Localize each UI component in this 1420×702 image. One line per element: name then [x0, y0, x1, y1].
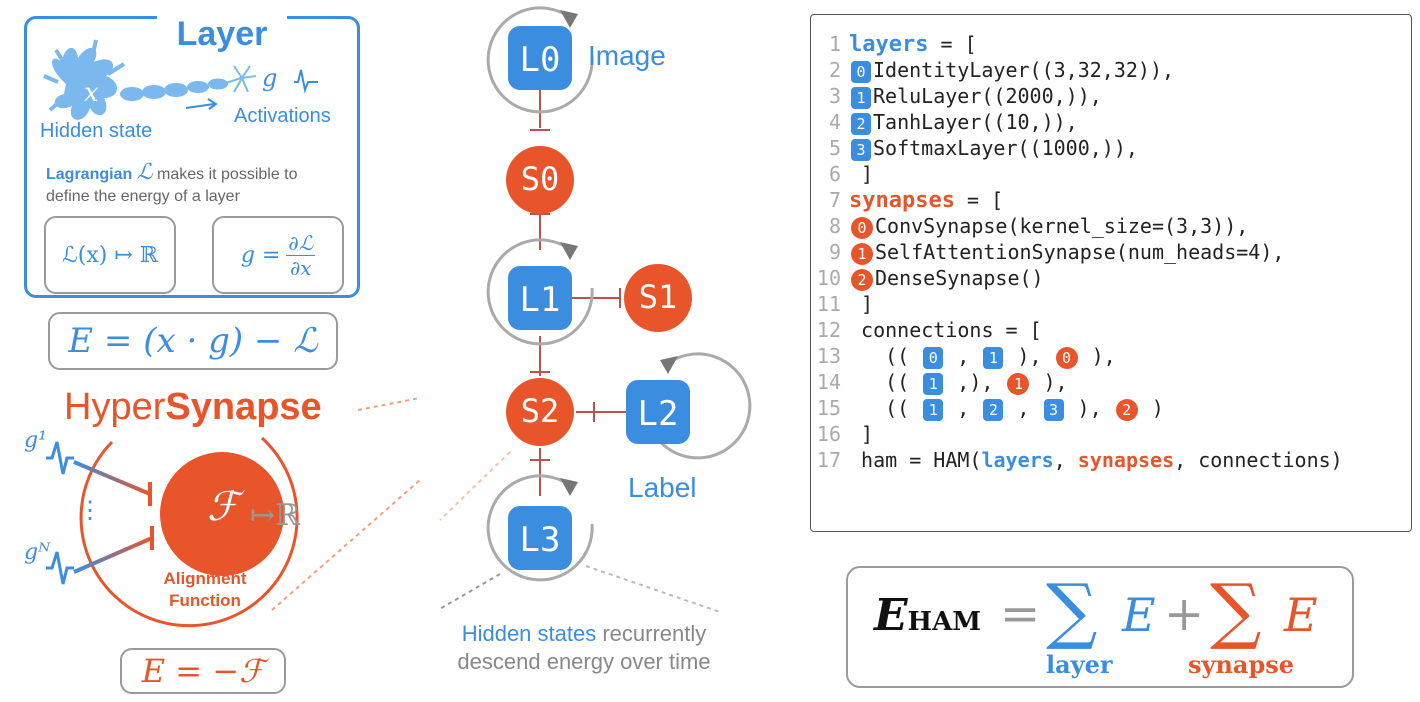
code-line-17: 17 ham = HAM(layers, synapses, connectio… — [816, 448, 1343, 472]
activation-derivative-formula: g = ∂ℒ ∂x — [212, 216, 344, 294]
graph-caption: Hidden states recurrently descend energy… — [424, 620, 744, 676]
hidden-state-label: Hidden state — [40, 120, 153, 142]
node-L0-label: L0 — [519, 40, 561, 80]
node-S2 — [506, 378, 574, 446]
synapse-sum-subscript: synapse — [1187, 650, 1295, 679]
node-S1 — [624, 264, 692, 332]
maps-to-reals: ↦ℝ — [250, 498, 301, 533]
gN-label: gᴺ — [24, 540, 51, 565]
description-line2: define the energy of a layer — [46, 188, 240, 205]
derivative-lhs: g = — [240, 242, 281, 268]
synapse-energy-formula: E = −ℱ — [120, 648, 286, 694]
caption-highlight: Hidden states — [461, 621, 597, 646]
alignment-function-label: Alignment Function — [140, 568, 270, 612]
image-label: Image — [588, 40, 666, 71]
layer-energy-formula: E = (x · g) − ℒ — [48, 312, 338, 370]
alignment-function-symbol: ℱ — [207, 484, 239, 530]
layer-panel: Layer — [24, 15, 360, 298]
node-L3 — [508, 506, 572, 570]
node-L2 — [626, 380, 690, 444]
node-S0 — [506, 146, 574, 214]
lagrangian-word: Lagrangian — [46, 166, 133, 183]
g1-label: g¹ — [24, 428, 47, 453]
activations-label: Activations — [234, 105, 331, 127]
code-line-6: 6 ] — [828, 162, 874, 186]
layer-sum-term: E — [1122, 588, 1156, 642]
description-line1: makes it possible to — [157, 166, 298, 183]
node-L0 — [508, 26, 572, 90]
g-symbol: g — [262, 64, 278, 92]
hypersynapse-title: HyperSynapse — [60, 386, 326, 429]
layer-sum-subscript: layer — [1046, 650, 1113, 679]
derivative-numerator: ∂ℒ — [286, 230, 316, 256]
node-L3-label: L3 — [519, 520, 561, 560]
synapse-sum-symbol: ∑ — [1210, 568, 1262, 652]
code-line-11: 11 ] — [816, 292, 874, 316]
code-line-12: 12 connections = [ — [816, 318, 1042, 342]
derivative-denominator: ∂x — [289, 255, 312, 280]
hypersynapse-title-bold: Synapse — [165, 386, 322, 428]
node-L2-label: L2 — [637, 394, 679, 434]
ham-graph — [437, 6, 752, 613]
alignment-label-line2: Function — [169, 591, 241, 610]
hypersynapse-diagram — [46, 396, 420, 628]
lagrangian-description: Lagrangian ℒ makes it possible to define… — [46, 162, 356, 208]
inputs-ellipsis: ⋮ — [78, 497, 102, 524]
eham-plus: + — [1164, 586, 1205, 642]
code-line-15: 15 (( 1 , 2 , 3 ), 2 ) — [816, 396, 1164, 421]
node-S2-label: S2 — [520, 392, 560, 430]
neuron-illustration — [43, 39, 318, 120]
lagrangian-symbol: ℒ — [136, 160, 153, 185]
node-L1 — [508, 266, 572, 330]
node-L1-label: L1 — [519, 280, 561, 320]
alignment-label-line1: Alignment — [163, 569, 247, 588]
eham-equals: = — [1000, 586, 1041, 642]
layer-sum-symbol: ∑ — [1046, 568, 1098, 652]
code-line-14: 14 (( 1 ,), 1 ), — [816, 370, 1068, 395]
label-label: Label — [628, 472, 697, 503]
neuron-x-label: x — [84, 78, 99, 108]
synapse-sum-term: E — [1284, 588, 1318, 642]
eham-lhs: EHAM — [874, 590, 982, 641]
lagrangian-map-formula: ℒ(x) ↦ ℝ — [44, 216, 176, 294]
code-line-16: 16 ] — [816, 422, 874, 446]
derivative-fraction: ∂ℒ ∂x — [286, 230, 316, 280]
code-line-13: 13 (( 0 , 1 ), 0 ), — [816, 344, 1116, 369]
ham-energy-box — [846, 566, 1354, 688]
node-S0-label: S0 — [520, 160, 560, 198]
hypersynapse-title-plain: Hyper — [64, 386, 166, 428]
caption-line1-rest: recurrently — [596, 621, 707, 646]
layer-title: Layer — [157, 15, 287, 54]
caption-line2: descend energy over time — [457, 649, 711, 674]
node-S1-label: S1 — [638, 278, 678, 316]
